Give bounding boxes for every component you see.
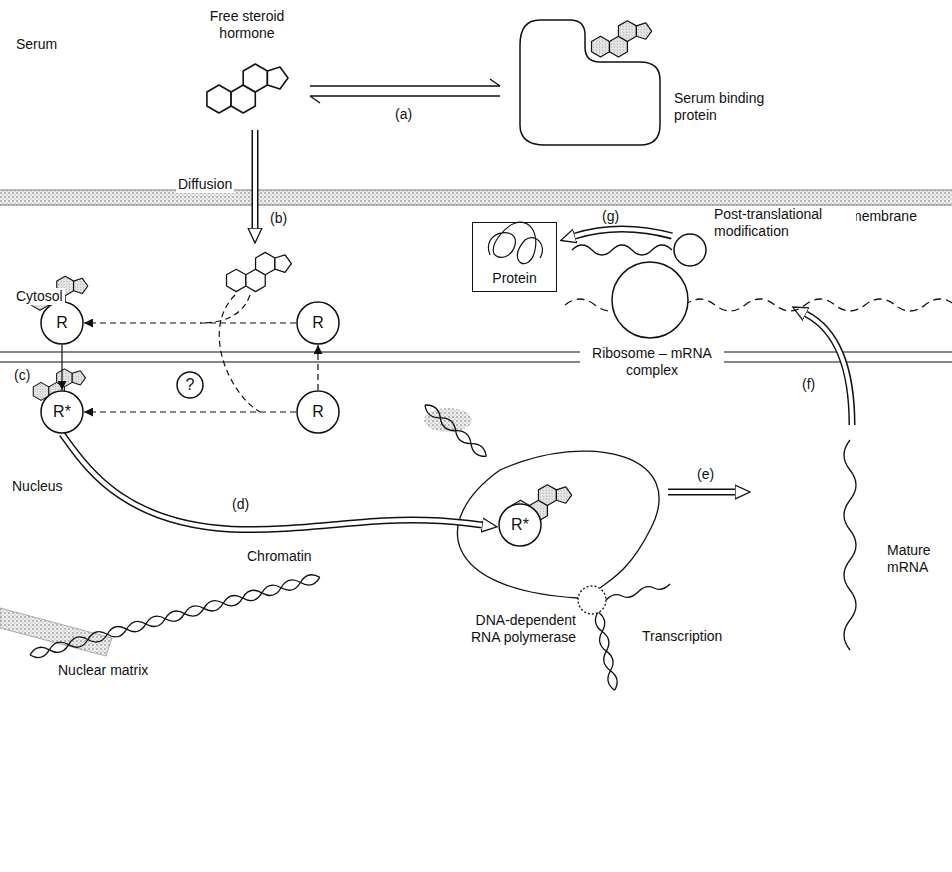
transcription-arrow: [667, 492, 735, 493]
callout-letter: (a): [393, 106, 414, 123]
receptor-circle: R: [40, 301, 84, 345]
binding-protein: [520, 20, 660, 145]
cell-membrane: [0, 190, 952, 205]
node-text: ?: [186, 376, 195, 394]
part-label: Mature mRNA: [885, 542, 952, 576]
connector: [62, 434, 482, 530]
protein-fold: [488, 222, 542, 263]
chromatin-loop: [422, 402, 670, 692]
part-label: Serum binding protein: [672, 90, 786, 124]
node-text: R: [56, 314, 68, 332]
rna-polymerase: [578, 586, 606, 614]
equilibrium-arrows: [310, 79, 500, 103]
node-text: R*: [511, 516, 529, 534]
mature-mrna: [844, 440, 856, 650]
export-arrow: [806, 314, 852, 426]
nascent-peptide: [572, 245, 672, 255]
protein-box: Protein: [472, 222, 557, 292]
part-label: DNA-dependent RNA polymerase: [462, 612, 578, 646]
cytosol-steroid: [227, 252, 292, 291]
ribosome: [612, 234, 706, 338]
transcript: [606, 584, 670, 600]
bound-steroid: [592, 21, 652, 57]
part-label: Post-translational modification: [712, 206, 856, 240]
node-text: Protein: [492, 271, 536, 286]
region-label: Serum: [14, 36, 59, 53]
modification-arrow: [575, 229, 673, 236]
nuclear-matrix: [0, 573, 321, 660]
part-label: Free steroid hormone: [185, 8, 309, 42]
connector: [84, 323, 296, 324]
node-text: R: [312, 403, 324, 421]
unknown-circle: ?: [176, 371, 204, 399]
receptor-circle: R*: [498, 503, 542, 547]
region-label: Cytosol: [14, 288, 65, 305]
callout-letter: (f): [800, 376, 817, 393]
part-label: Diffusion: [176, 176, 234, 193]
callout-letter: (g): [600, 208, 621, 225]
callout-letter: (e): [695, 466, 716, 483]
region-label: Nucleus: [10, 478, 65, 495]
nuclear-membrane: [0, 352, 952, 362]
part-label: Transcription: [640, 628, 724, 645]
node-text: R*: [53, 403, 71, 421]
receptor-circle: R*: [40, 390, 84, 434]
receptor-circle: R: [296, 301, 340, 345]
dashed-paths: [200, 295, 260, 412]
connector: [318, 345, 319, 390]
callout-letter: (c): [12, 367, 32, 384]
free-steroid: [207, 64, 288, 113]
callout-letter: (b): [268, 210, 289, 227]
connector: [84, 412, 296, 413]
part-label: Nuclear matrix: [56, 662, 150, 679]
part-label: Chromatin: [245, 548, 314, 565]
part-label: Ribosome – mRNA complex: [580, 345, 724, 379]
callout-letter: (d): [230, 496, 251, 513]
diffusion-arrow: [255, 129, 256, 228]
connector: [62, 345, 63, 390]
node-text: R: [312, 314, 324, 332]
receptor-circle: R: [296, 390, 340, 434]
